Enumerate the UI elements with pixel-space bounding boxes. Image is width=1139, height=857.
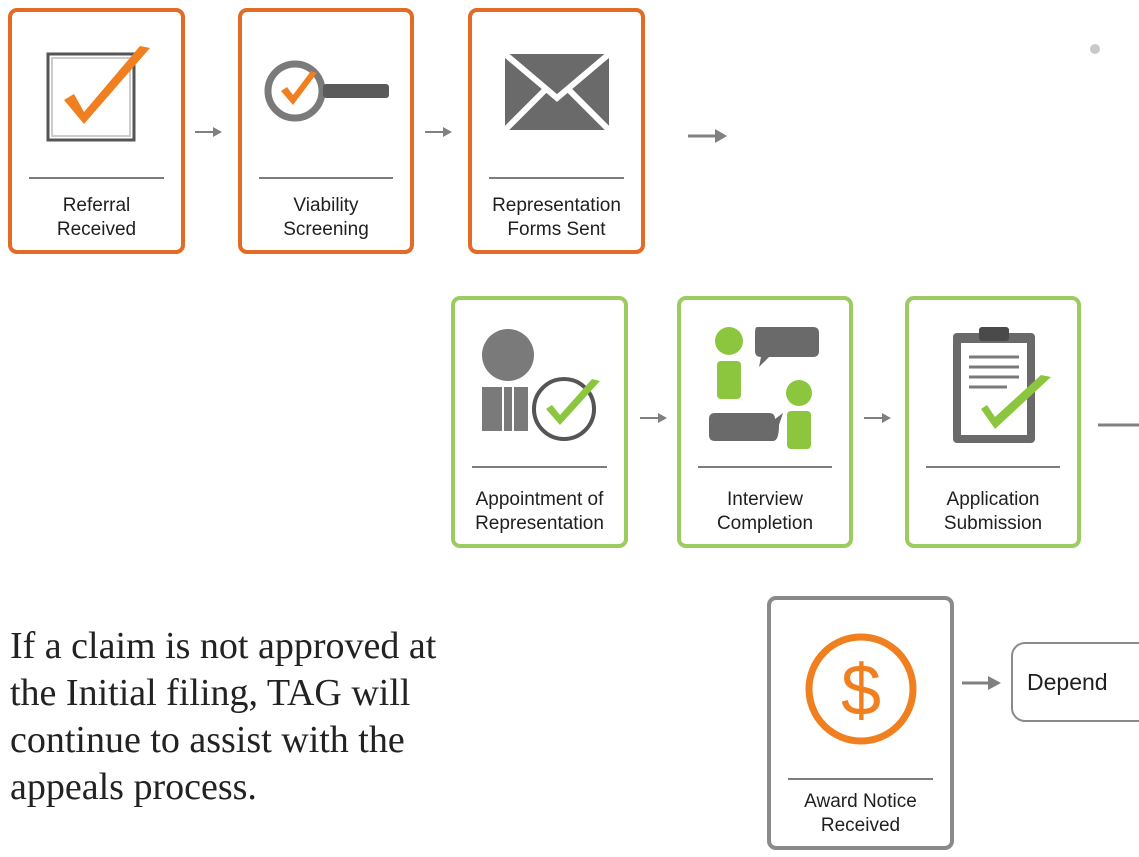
step-label: Interview Completion <box>716 489 814 534</box>
arrow-right-icon <box>864 413 891 423</box>
step-application-submission: Application Submission <box>905 296 1081 548</box>
svg-text:$: $ <box>840 651 880 731</box>
step-label: Viability Screening <box>283 195 369 240</box>
conversation-icon <box>681 300 849 465</box>
step-label: Representation Forms Sent <box>492 195 621 240</box>
arrow-right-icon <box>688 129 727 143</box>
dependents-step-box: Depend <box>1011 642 1139 722</box>
arrow-right-icon <box>1098 423 1139 427</box>
dollar-coin-icon: $ <box>771 600 950 770</box>
step-label: Award Notice Received <box>804 791 917 836</box>
step-award-notice-received: $ Award Notice Received <box>767 596 954 850</box>
arrow-right-icon <box>640 413 667 423</box>
clipboard-check-icon <box>909 300 1077 465</box>
step-label: Referral Received <box>56 195 137 240</box>
step-referral-received: Referral Received <box>8 8 185 254</box>
step-label: Application Submission <box>943 489 1043 534</box>
dependents-step-label: Depend <box>1027 669 1108 695</box>
arrow-right-icon <box>425 127 452 137</box>
body-paragraph: If a claim is not approved at the Initia… <box>10 625 437 808</box>
step-interview-completion: Interview Completion <box>677 296 853 548</box>
arrow-right-icon <box>962 676 1001 690</box>
step-label: Appointment of Representation <box>475 489 604 534</box>
checkbox-check-icon <box>12 12 181 172</box>
envelope-icon <box>472 12 641 172</box>
step-representation-forms-sent: Representation Forms Sent <box>468 8 645 254</box>
step-viability-screening: Viability Screening <box>238 8 414 254</box>
step-appointment-of-representation: Appointment of Representation <box>451 296 628 548</box>
bullet-dot <box>1090 44 1100 54</box>
people-check-icon <box>455 300 624 465</box>
magnifier-check-icon <box>242 12 410 172</box>
arrow-right-icon <box>195 127 222 137</box>
